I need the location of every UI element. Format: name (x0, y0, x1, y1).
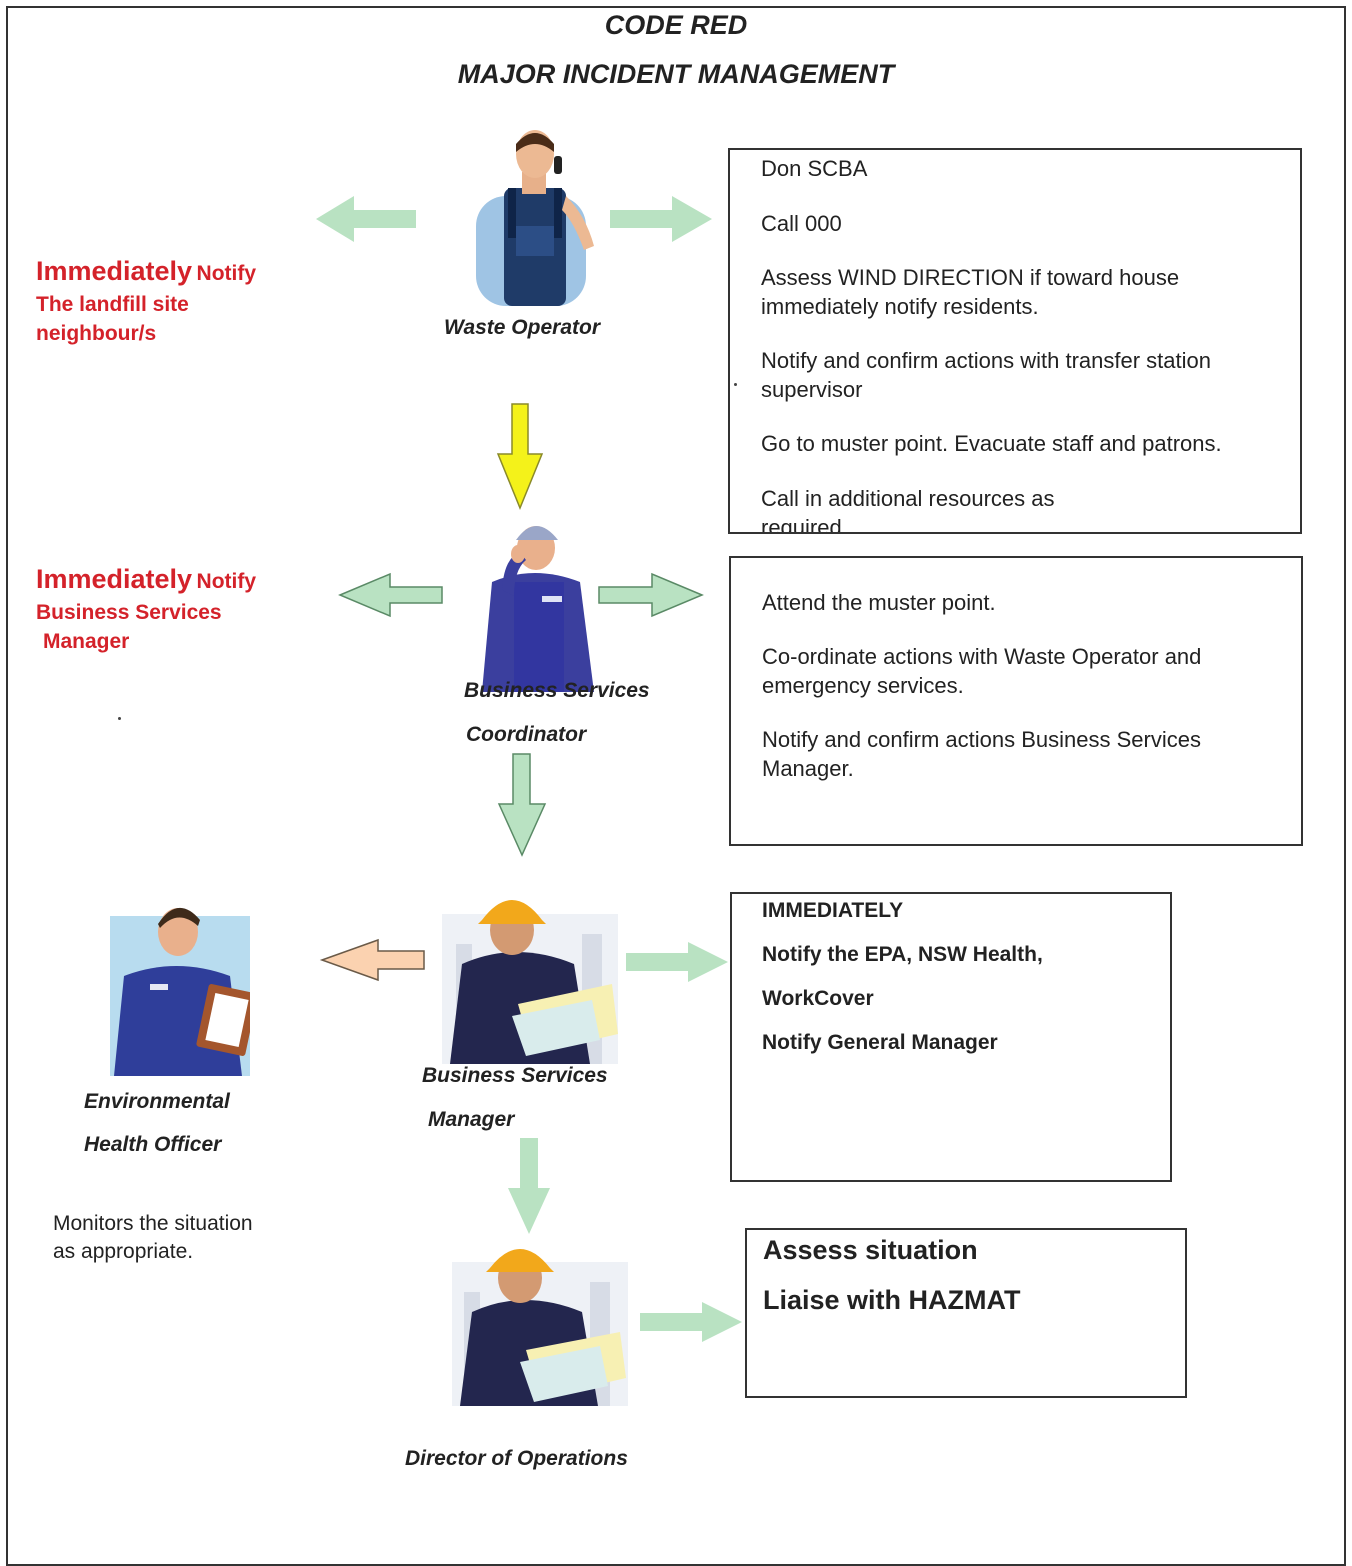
director-illustration (452, 1249, 628, 1406)
arrow-left-bsm (338, 572, 443, 618)
notify-neighbour-verb: Notify (196, 262, 257, 285)
stray-dot-2 (734, 383, 737, 386)
action-attend-muster: Attend the muster point. (762, 590, 996, 615)
manager-actions-box: IMMEDIATELY Notify the EPA, NSW Health, … (730, 892, 1172, 1182)
waste-operator-actions-box: Don SCBA Call 000 Assess WIND DIRECTION … (728, 148, 1302, 534)
notify-bsm-line2: Business Services (36, 601, 222, 624)
notify-neighbour-line3: neighbour/s (36, 322, 157, 345)
notify-bsm-verb: Notify (196, 570, 257, 593)
arrow-down-coordinator (497, 753, 547, 857)
notify-neighbour-line2: The landfill site (36, 293, 189, 316)
action-coordinate: Co-ordinate actions with Waste Operator … (762, 644, 1202, 698)
role-manager-line1: Business Services (422, 1064, 608, 1087)
action-notify-gm: Notify General Manager (762, 1031, 998, 1054)
coordinator-illustration (482, 526, 594, 692)
arrow-right-director-actions (640, 1302, 742, 1342)
arrow-right-waste-actions (610, 196, 712, 242)
role-eho-line2: Health Officer (84, 1133, 222, 1156)
action-liaise-hazmat: Liaise with HAZMAT (763, 1285, 1021, 1315)
notify-neighbour-note: Immediately Notify The landfill site nei… (36, 257, 256, 348)
notify-bsm-strong: Immediately (36, 564, 193, 594)
waste-operator-illustration (476, 130, 594, 306)
role-eho-line1: Environmental (84, 1090, 230, 1113)
role-coordinator-line2: Coordinator (466, 723, 587, 746)
director-actions-box: Assess situation Liaise with HAZMAT (745, 1228, 1187, 1398)
action-notify-bsm: Notify and confirm actions Business Serv… (762, 727, 1201, 781)
title-major-incident: MAJOR INCIDENT MANAGEMENT (457, 59, 895, 89)
title-code-red: CODE RED (604, 10, 748, 40)
eho-illustration (110, 907, 250, 1076)
eho-monitor-note: Monitors the situation as appropriate. (53, 1210, 253, 1266)
eho-note-line1: Monitors the situation (53, 1212, 253, 1235)
action-immediately: IMMEDIATELY (762, 899, 904, 922)
role-director: Director of Operations (405, 1447, 628, 1470)
arrow-down-yellow (496, 403, 544, 510)
notify-bsm-line3: Manager (43, 630, 130, 653)
action-don-scba: Don SCBA (761, 156, 868, 181)
arrow-right-coordinator-actions (598, 572, 704, 618)
stray-dot (118, 717, 121, 720)
action-assess-situation: Assess situation (763, 1235, 978, 1265)
notify-neighbour-strong: Immediately (36, 256, 193, 286)
role-coordinator-line1: Business Services (464, 679, 650, 702)
manager-illustration (442, 900, 618, 1064)
coordinator-actions-box: Attend the muster point. Co-ordinate act… (729, 556, 1303, 846)
action-notify-epa: Notify the EPA, NSW Health, (762, 943, 1043, 966)
action-workcover: WorkCover (762, 987, 874, 1010)
action-call-000: Call 000 (761, 211, 842, 236)
action-muster-evacuate: Go to muster point. Evacuate staff and p… (761, 431, 1222, 456)
notify-bsm-note: Immediately Notify Business Services Man… (36, 565, 256, 656)
arrow-left-neighbour (316, 196, 416, 242)
arrow-right-manager-actions (626, 942, 728, 982)
action-assess-wind: Assess WIND DIRECTION if toward house im… (761, 265, 1180, 319)
arrow-left-eho (319, 938, 425, 982)
role-waste-operator: Waste Operator (444, 316, 600, 339)
action-notify-supervisor: Notify and confirm actions with transfer… (761, 348, 1211, 402)
role-manager-line2: Manager (428, 1108, 515, 1131)
eho-note-line2: as appropriate. (53, 1240, 194, 1263)
action-additional-resources: Call in additional resources as required… (761, 486, 1055, 534)
arrow-down-manager (508, 1138, 550, 1234)
